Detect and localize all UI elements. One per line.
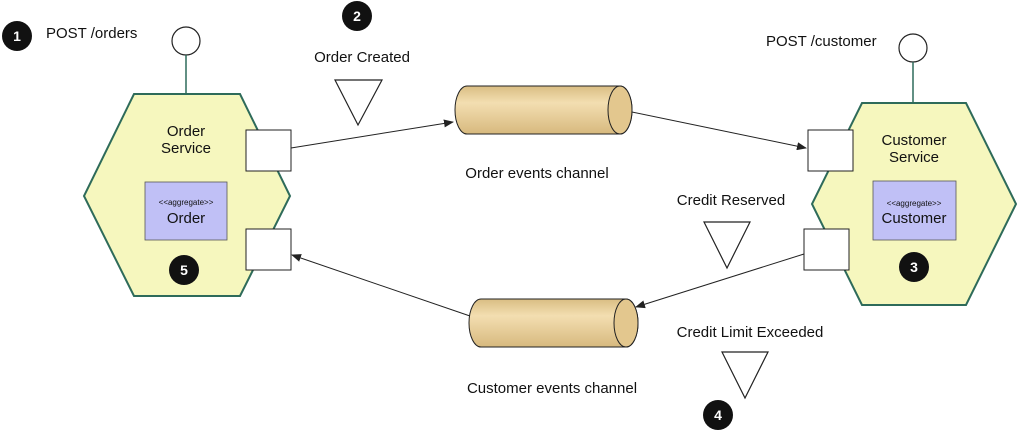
order-service-name-line2: Service [161,140,211,157]
customer-inbound-port [807,129,854,172]
order-service: Order Service <<aggregate>> Order 5 [82,93,292,297]
step-badge-5: 5 [169,255,199,285]
step-badge-4: 4 [703,400,733,430]
step-number: 4 [714,407,722,423]
step-number: 1 [13,28,21,44]
customer-service-name-line2: Service [889,149,939,166]
credit-limit-exceeded-label: Credit Limit Exceeded [677,324,824,341]
aggregate-name: Customer [881,210,946,227]
customer-outbound-port [803,228,850,271]
step-number: 3 [910,259,918,275]
order-endpoint-icon [171,26,201,56]
order-events-channel [454,85,633,135]
arrow-customer-channel-to-order-port [291,254,471,317]
post-orders-label: POST /orders [46,25,137,42]
step-badge-3: 3 [899,252,929,282]
step-badge-1: 1 [2,21,32,51]
aggregate-stereotype: <<aggregate>> [887,199,942,208]
order-outbound-port [245,129,292,172]
arrow-customer-port-to-customer-channel [635,253,805,309]
aggregate-stereotype: <<aggregate>> [159,198,214,207]
order-events-channel-label: Order events channel [465,165,608,182]
step-number: 5 [180,262,188,278]
order-service-name-line1: Order [167,123,205,140]
order-created-label: Order Created [314,49,410,66]
customer-endpoint-icon [898,33,928,63]
arrow-order-channel-to-customer-port [631,111,807,151]
customer-service-name-line1: Customer [881,132,946,149]
customer-aggregate: <<aggregate>> Customer [872,180,957,241]
customer-events-channel [468,298,639,348]
step-number: 2 [353,8,361,24]
order-created-event-icon [334,79,383,127]
post-customer-label: POST /customer [766,33,877,50]
aggregate-name: Order [167,210,205,227]
customer-service: Customer Service <<aggregate>> Customer … [803,102,1018,306]
order-inbound-port [245,228,292,271]
credit-reserved-event-icon [703,221,751,270]
order-aggregate: <<aggregate>> Order [144,181,228,241]
arrow-order-port-to-order-channel [290,119,454,149]
step-badge-2: 2 [342,1,372,31]
credit-reserved-label: Credit Reserved [677,192,785,209]
credit-limit-exceeded-event-icon [721,351,769,400]
customer-events-channel-label: Customer events channel [467,380,637,397]
